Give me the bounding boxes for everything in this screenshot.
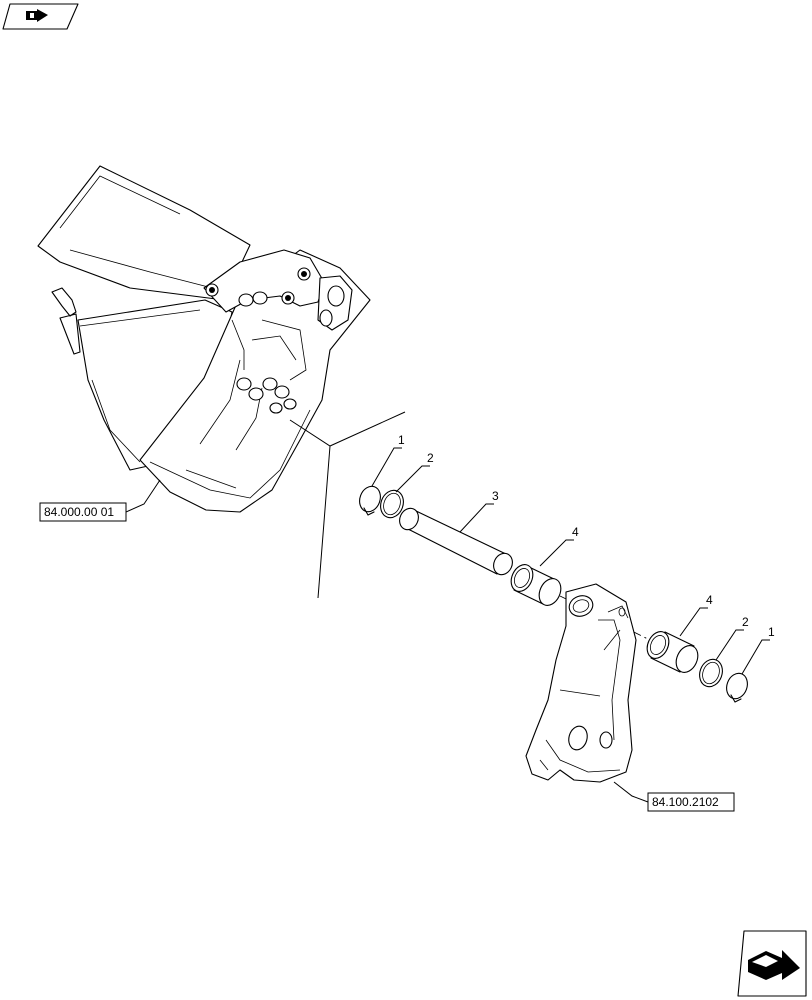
bushing-left xyxy=(510,564,562,606)
nav-next-button[interactable] xyxy=(737,930,807,997)
svg-text:1: 1 xyxy=(768,625,775,639)
svg-text:4: 4 xyxy=(572,525,579,539)
svg-text:2: 2 xyxy=(427,451,434,465)
callout-4-left: 4 xyxy=(539,525,579,567)
bucket-assembly xyxy=(37,165,371,513)
reference-link-upper[interactable]: 84.000.00 01 xyxy=(39,479,161,522)
callout-2-right: 2 xyxy=(715,615,749,661)
callout-3: 3 xyxy=(459,489,499,533)
callout-4-right: 4 xyxy=(679,593,713,637)
arrow-right-icon xyxy=(748,950,800,980)
callout-1-left: 1 xyxy=(371,433,405,487)
link-bracket xyxy=(525,583,637,783)
assembly-leader xyxy=(289,411,406,599)
svg-text:1: 1 xyxy=(398,433,405,447)
reference-link-lower[interactable]: 84.100.2102 xyxy=(613,781,735,812)
snap-ring-right xyxy=(726,672,748,703)
svg-text:2: 2 xyxy=(742,615,749,629)
bushing-right xyxy=(646,631,699,673)
svg-text:84.100.2102: 84.100.2102 xyxy=(652,795,719,809)
nav-previous-button[interactable] xyxy=(2,3,79,30)
callout-1-right: 1 xyxy=(741,625,775,675)
arrow-right-icon xyxy=(26,9,48,22)
snap-ring-left xyxy=(359,485,381,516)
callout-2-left: 2 xyxy=(395,451,434,493)
seal-right xyxy=(699,658,723,688)
svg-text:3: 3 xyxy=(492,489,499,503)
pin xyxy=(399,507,513,576)
svg-text:4: 4 xyxy=(706,593,713,607)
pin-axis-line xyxy=(559,595,651,641)
svg-text:84.000.00 01: 84.000.00 01 xyxy=(44,505,114,519)
